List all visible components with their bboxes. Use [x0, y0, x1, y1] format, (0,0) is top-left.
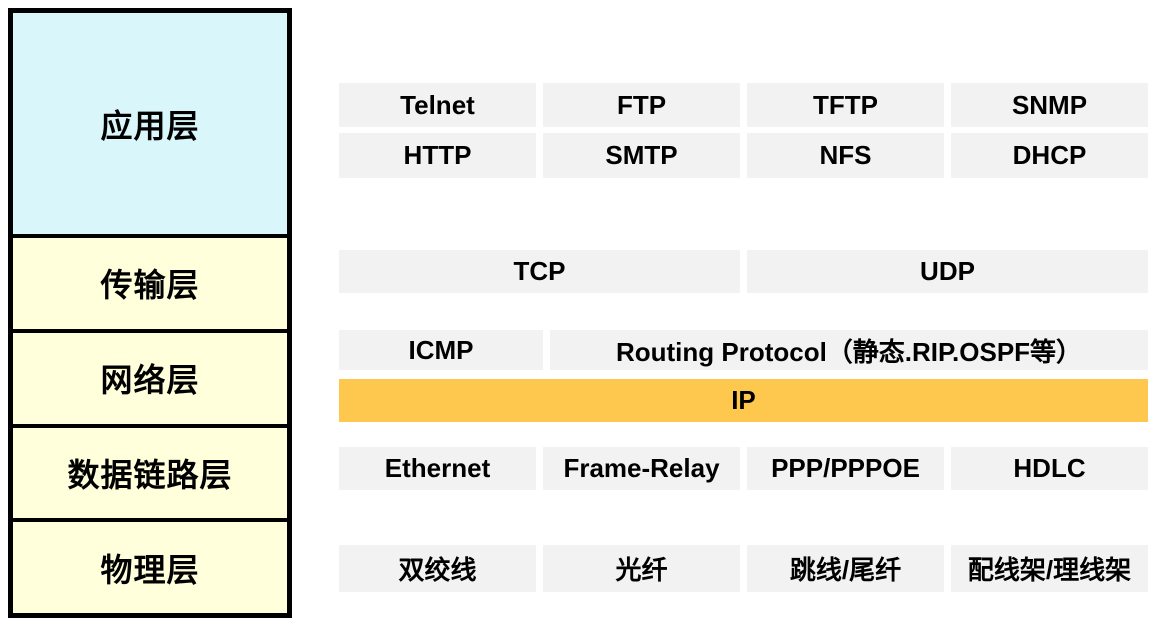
layer-physical-label: 物理层	[100, 551, 200, 588]
layer-datalink-label: 数据链路层	[67, 456, 233, 493]
protocol-telnet: Telnet	[339, 83, 536, 127]
protocol-panel: Telnet FTP TFTP SNMP HTTP SMTP NFS DHCP …	[339, 0, 1148, 623]
layer-transport-label: 传输层	[100, 267, 200, 304]
layer-transport: 传输层	[13, 234, 287, 329]
protocol-smtp: SMTP	[543, 133, 740, 178]
layer-network: 网络层	[13, 328, 287, 424]
application-protocol-row-1: Telnet FTP TFTP SNMP	[339, 83, 1148, 127]
media-patch-panel: 配线架/理线架	[951, 545, 1148, 592]
ip-row: IP	[339, 379, 1148, 422]
physical-media-row: 双绞线 光纤 跳线/尾纤 配线架/理线架	[339, 545, 1148, 592]
protocol-dhcp: DHCP	[951, 133, 1148, 178]
protocol-udp: UDP	[747, 250, 1148, 293]
protocol-routing: Routing Protocol（静态.RIP.OSPF等）	[550, 330, 1148, 370]
layer-application: 应用层	[13, 13, 287, 234]
protocol-ftp: FTP	[543, 83, 740, 127]
layer-stack: 应用层 传输层 网络层 数据链路层 物理层	[8, 8, 292, 618]
layer-network-label: 网络层	[100, 362, 200, 399]
network-protocol-row: ICMP Routing Protocol（静态.RIP.OSPF等）	[339, 330, 1148, 370]
layer-physical: 物理层	[13, 518, 287, 613]
protocol-ethernet: Ethernet	[339, 447, 536, 490]
layer-datalink: 数据链路层	[13, 423, 287, 519]
protocol-nfs: NFS	[747, 133, 944, 178]
protocol-hdlc: HDLC	[951, 447, 1148, 490]
media-twisted-pair: 双绞线	[339, 545, 536, 592]
media-jumper-pigtail: 跳线/尾纤	[747, 545, 944, 592]
protocol-snmp: SNMP	[951, 83, 1148, 127]
datalink-protocol-row: Ethernet Frame-Relay PPP/PPPOE HDLC	[339, 447, 1148, 490]
protocol-tftp: TFTP	[747, 83, 944, 127]
media-fiber: 光纤	[543, 545, 740, 592]
protocol-frame-relay: Frame-Relay	[543, 447, 740, 490]
protocol-http: HTTP	[339, 133, 536, 178]
application-protocol-row-2: HTTP SMTP NFS DHCP	[339, 133, 1148, 178]
protocol-ip: IP	[339, 379, 1148, 422]
protocol-tcp: TCP	[339, 250, 740, 293]
layer-application-label: 应用层	[100, 107, 200, 144]
transport-protocol-row: TCP UDP	[339, 250, 1148, 293]
protocol-ppp-pppoe: PPP/PPPOE	[747, 447, 944, 490]
protocol-icmp: ICMP	[339, 330, 543, 370]
